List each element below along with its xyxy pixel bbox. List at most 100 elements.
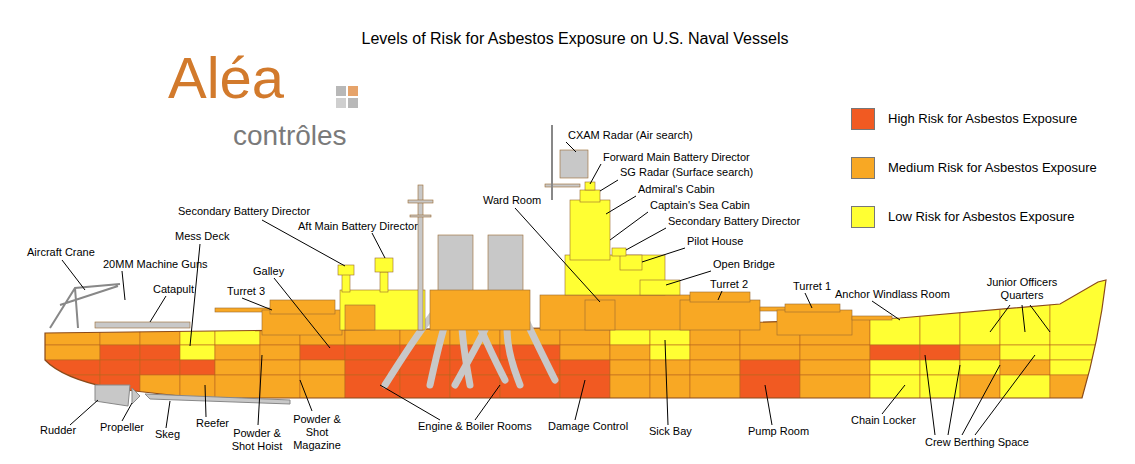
deck-structure: [560, 150, 588, 178]
leader-line: [122, 271, 125, 300]
legend-swatch: [851, 206, 875, 228]
part-label: 20MM Machine Guns: [103, 258, 208, 271]
compartment: [610, 345, 650, 360]
part-label: Turret 3: [227, 285, 265, 298]
deck-structure: [418, 185, 423, 330]
leader-line: [626, 228, 666, 250]
fitting: [95, 385, 130, 406]
leader-line: [1030, 305, 1050, 332]
part-label: Crew Berthing Space: [925, 436, 1029, 449]
part-label: Reefer: [196, 417, 229, 430]
fitting: [551, 125, 553, 200]
part-label: Turret 2: [710, 278, 748, 291]
deck-structure: [680, 300, 760, 330]
compartment: [100, 265, 140, 345]
part-label: Secondary Battery Director: [178, 205, 310, 218]
leader-lines: [62, 142, 1050, 435]
fitting: [145, 394, 290, 404]
compartment: [345, 345, 400, 360]
part-label: Mess Deck: [175, 230, 229, 243]
deck-structure: [580, 190, 600, 202]
compartment: [180, 265, 215, 345]
logo-text: Aléa: [168, 46, 284, 110]
compartment: [740, 360, 800, 375]
leader-line: [600, 180, 618, 191]
compartment: [100, 345, 140, 360]
compartment: [650, 375, 690, 405]
fitting: [132, 388, 140, 404]
compartment: [650, 345, 690, 360]
leader-line: [948, 365, 960, 435]
compartment: [300, 375, 345, 405]
superstructure: [95, 150, 892, 335]
deck-structure: [620, 255, 642, 270]
deck-structure: [345, 305, 375, 330]
part-label: Pilot House: [687, 235, 743, 248]
legend-text: Low Risk for Asbestos Exposure: [888, 209, 1074, 225]
compartment: [40, 360, 100, 375]
leader-line: [475, 385, 500, 420]
logo-mark: [336, 86, 358, 108]
leader-line: [805, 293, 812, 308]
part-label: Skeg: [155, 428, 180, 441]
part-label: SG Radar (Surface search): [620, 166, 753, 179]
leader-line: [258, 355, 262, 425]
compartment: [260, 360, 300, 375]
compartment: [560, 345, 610, 360]
compartment: [920, 345, 960, 360]
compartment: [610, 375, 650, 405]
compartment: [300, 360, 345, 375]
compartment: [960, 375, 1000, 405]
leader-line: [70, 400, 98, 425]
part-label: Captain's Sea Cabin: [650, 199, 750, 212]
leader-line: [990, 305, 1010, 332]
legend-text: High Risk for Asbestos Exposure: [888, 111, 1077, 127]
compartment: [1000, 375, 1050, 405]
logo-square: [348, 86, 358, 96]
compartment: [400, 360, 450, 375]
deck-structure: [408, 200, 433, 203]
deck-structure: [488, 235, 523, 295]
compartment: [870, 360, 920, 375]
leader-line: [665, 340, 668, 425]
compartment: [960, 360, 1000, 375]
leader-line: [962, 365, 1000, 435]
part-label: Forward Main Battery Director: [603, 151, 750, 164]
deck-structure: [375, 258, 393, 272]
compartment: [300, 345, 345, 360]
deck-structure: [340, 290, 425, 330]
part-label: Chain Locker: [851, 414, 916, 427]
deck-structure: [540, 295, 690, 330]
deck-structure: [380, 272, 388, 292]
logo-square: [348, 98, 358, 108]
compartment: [140, 345, 180, 360]
leader-line: [242, 298, 272, 310]
legend-text: Medium Risk for Asbestos Exposure: [888, 160, 1097, 176]
deck-structure: [430, 290, 530, 330]
compartment: [100, 360, 140, 375]
fittings: [50, 125, 552, 406]
legend-swatch: [851, 108, 875, 130]
legend-swatch: [851, 157, 875, 179]
compartment: [690, 345, 740, 360]
logo-text: contrôles: [233, 120, 347, 152]
compartment: [260, 345, 300, 360]
compartment: [140, 375, 180, 405]
leader-line: [666, 271, 711, 285]
leader-line: [274, 278, 330, 348]
logo-square: [336, 98, 346, 108]
leader-line: [515, 208, 600, 302]
leader-line: [642, 248, 685, 262]
compartment: [215, 345, 260, 360]
deck-structure: [785, 304, 840, 312]
part-label: Galley: [253, 265, 284, 278]
leader-line: [575, 380, 585, 420]
part-label: Ward Room: [483, 194, 541, 207]
compartment: [870, 345, 920, 360]
leader-line: [718, 291, 722, 300]
deck-structure: [338, 265, 354, 275]
part-label: Anchor Windlass Room: [835, 288, 950, 301]
compartment: [1050, 265, 1110, 345]
compartment: [560, 360, 610, 375]
compartment: [740, 375, 800, 405]
